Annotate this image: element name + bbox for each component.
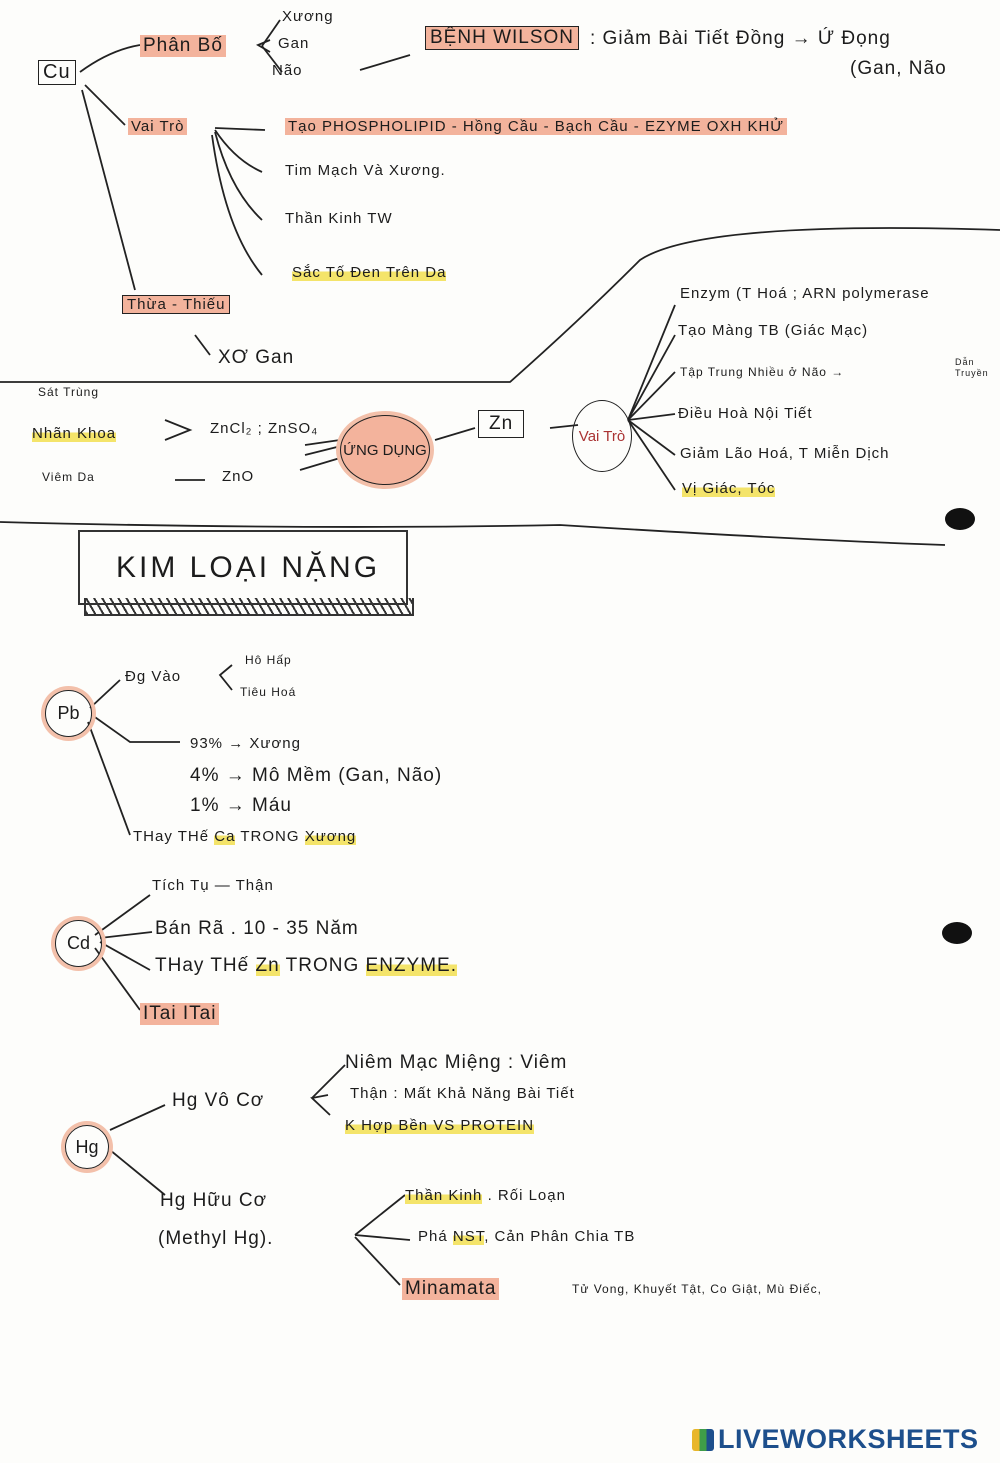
cu-vai-tro-item: Sắc Tố Đen Trên Da [292,264,447,281]
zn-ung-dung-node: ỨNG DỤNG [340,415,430,485]
pb-duong-vao: Đg Vào [125,668,182,685]
title-hatch [84,598,414,616]
binder-hole [945,508,975,530]
truyen-text: Truyền [955,368,989,378]
text: TRONG [240,828,300,845]
cu-vai-tro: Vai Trò [128,118,188,135]
cu-thua-thieu-item: XƠ Gan [218,347,295,368]
cu-vai-tro-item: Thần Kinh TW [285,210,393,227]
cu-vai-tro-item: Tim Mạch Và Xương. [285,162,446,179]
hg-huu-co: Hg Hữu Cơ [160,1190,268,1211]
pb-phan-bo: 4% → Mô Mềm (Gan, Não) [190,765,443,786]
hg-vo-co-item: K Hợp Bền VS PROTEIN [345,1117,535,1134]
pb-thay-the: THay THế Ca TRONG Xương [133,828,357,845]
wilson-desc: : Giảm Bài Tiết Đồng → Ứ Đọng [590,28,891,49]
hg-vo-co: Hg Vô Cơ [172,1090,265,1111]
zn-use-mid: ZnO [222,468,255,485]
cd-itai-itai: ITai ITai [140,1003,220,1025]
text: Ca [214,828,236,845]
zn-use-left: Viêm Da [42,470,95,484]
hg-than-kinh: Thần Kinh . Rối Loạn [405,1187,566,1204]
wilson-desc2: (Gan, Não [850,58,947,79]
zn-vai-tro-item: Điều Hoà Nội Tiết [678,405,813,422]
text: NST [452,1228,485,1245]
text: THay THế [133,828,210,845]
wilson-label: BỆNH WILSON [425,26,580,50]
text: THay THế [155,955,250,976]
cu-phan-bo-item: Não [272,62,303,79]
section-title: KIM LOẠI NẶNG [78,530,408,605]
cu-phan-bo: Phân Bố [140,35,226,57]
text: Zn [255,955,280,976]
text: . Rối Loạn [487,1187,566,1204]
zn-vai-tro-node: Vai Trò [572,400,632,472]
cd-thay-the: THay THế Zn TRONG ENZYME. [155,955,457,977]
pb-duong-vao-item: Tiêu Hoá [240,685,297,699]
pb-phan-bo: 93% → Xương [190,735,301,752]
zn-vai-tro-item: Vị Giác, Tóc [682,480,776,497]
brand-icon [692,1428,714,1451]
zn-vai-tro-item: Enzym (T Hoá ; ARN polymerase [680,285,930,302]
hg-vo-co-item: Niêm Mạc Miệng : Viêm [345,1052,568,1073]
zn-use-left: Nhãn Khoa [32,425,117,442]
text: ENZYME. [365,955,457,976]
zn-use-mid: ZnCl₂ ; ZnSO₄ [210,420,319,437]
text: TRONG [285,955,360,976]
text: Phá [418,1228,448,1245]
zn-node: Zn [478,410,525,438]
hg-nst: Phá NST, Cản Phân Chia TB [418,1228,635,1245]
brand-text: LIVEWORKSHEETS [718,1424,979,1454]
cu-vai-tro-text: Tạo PHOSPHOLIPID - Hồng Cầu - Bạch Cầu -… [285,118,788,135]
dan-text: Dẫn [955,357,975,367]
cu-phan-bo-item: Xương [282,8,334,25]
hg-minamata: Minamata [402,1278,500,1300]
cd-item: Bán Rã . 10 - 35 Năm [155,918,359,939]
zn-vai-tro-item: Tập Trung Nhiều ở Não → [680,365,845,379]
cd-node: Cd [55,920,102,967]
zn-vai-tro-item: Giảm Lão Hoá, T Miễn Dịch [680,445,890,462]
cd-item: Tích Tụ — Thận [152,877,274,894]
binder-hole [942,922,972,944]
hg-vo-co-item: Thận : Mất Khả Năng Bài Tiết [350,1085,575,1102]
pb-node: Pb [45,690,92,737]
cu-thua-thieu: Thừa - Thiếu [122,295,231,314]
text: Xương [304,828,357,845]
text: Thần Kinh [405,1187,483,1204]
hg-minamata-desc: Tử Vong, Khuyết Tật, Co Giật, Mù Điếc, [572,1282,822,1296]
text: , Cản Phân Chia TB [484,1228,636,1245]
pb-phan-bo: 1% → Máu [190,795,292,816]
hg-node: Hg [65,1125,109,1169]
zn-vai-tro-item: Tạo Màng TB (Giác Mạc) [678,322,869,339]
cu-node: Cu [38,60,76,85]
pb-duong-vao-item: Hô Hấp [245,653,292,667]
hg-huu-co-sub: (Methyl Hg). [158,1228,274,1249]
liveworksheets-logo: LIVEWORKSHEETS [692,1424,979,1455]
cu-vai-tro-item: Tạo PHOSPHOLIPID - Hồng Cầu - Bạch Cầu -… [285,118,788,135]
zn-use-left: Sát Trùng [38,385,100,399]
cu-phan-bo-item: Gan [278,35,310,52]
